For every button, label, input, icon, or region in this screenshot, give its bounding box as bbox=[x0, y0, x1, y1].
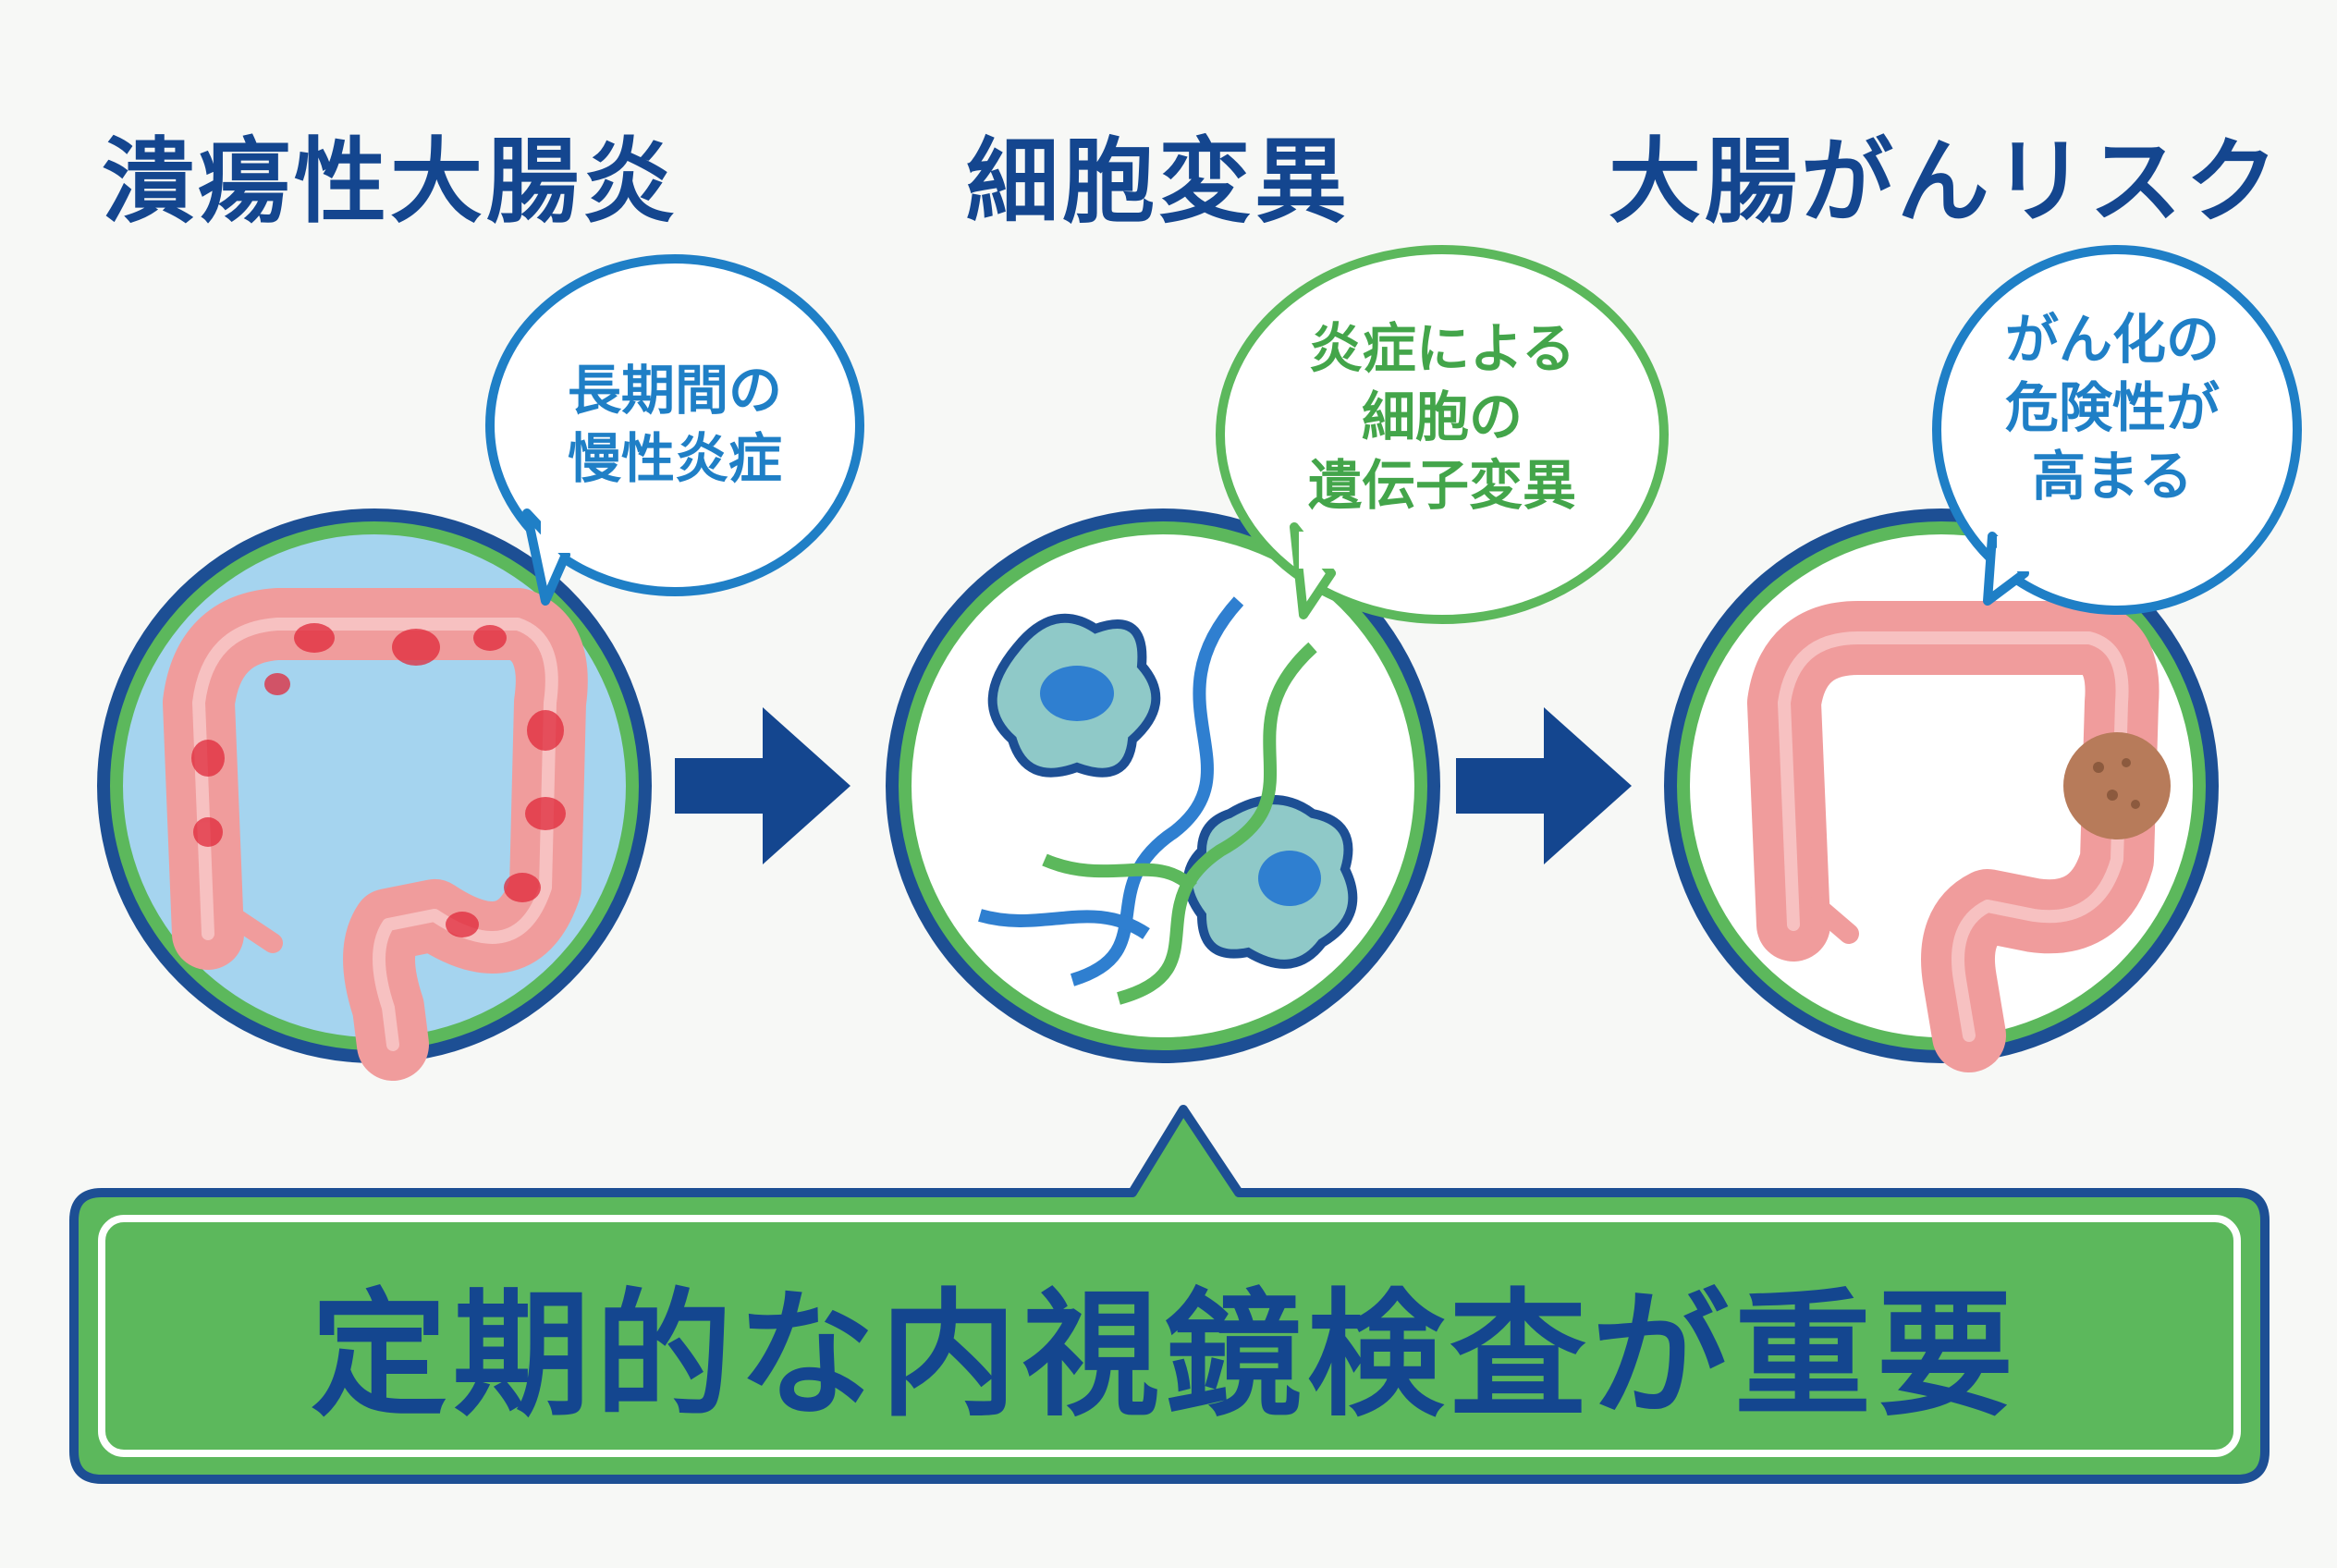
speech-bubble-chronic-inflammation: 長期間の 慢性炎症 bbox=[567, 359, 782, 490]
stage-title-cell-mutation: 細胞変異 bbox=[966, 128, 1351, 236]
cell-mutation-illustration bbox=[886, 245, 1669, 1063]
conclusion-banner bbox=[69, 1105, 2270, 1484]
speech-bubble-cancer-risk: がん化の 危険性が 高まる bbox=[2004, 308, 2220, 508]
arrow-right-icon bbox=[675, 707, 850, 864]
speech-bubble-gene-mutation: 炎症による 細胞の 遺伝子変異 bbox=[1307, 317, 1576, 517]
banner-text: 定期的な内視鏡検査が重要 bbox=[311, 1276, 2019, 1435]
stage-title-colorectal-cancer-risk: 大腸がんリスク bbox=[1609, 128, 2282, 236]
tumor-icon bbox=[2063, 732, 2171, 839]
colon-tumor-illustration bbox=[1664, 245, 2302, 1072]
inflamed-colon-illustration bbox=[97, 254, 864, 1081]
stage-title-ulcerative-colitis: 潰瘍性大腸炎 bbox=[102, 128, 679, 236]
arrow-right-icon bbox=[1456, 707, 1632, 864]
